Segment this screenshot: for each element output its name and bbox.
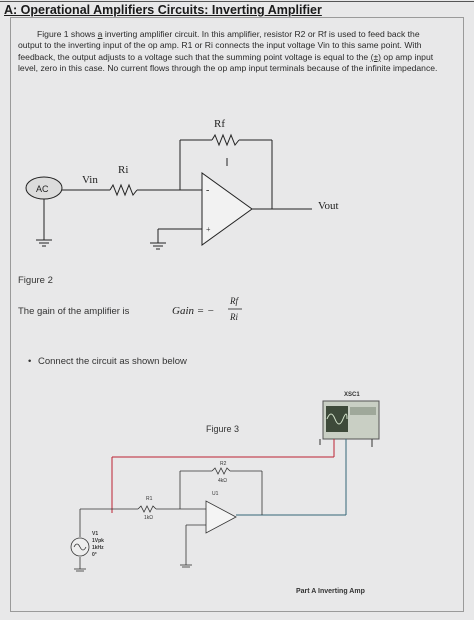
- top-rule: [0, 1, 474, 2]
- inverting-sign: -: [206, 185, 209, 196]
- paragraph-underlined-pm: (±): [370, 51, 382, 62]
- gain-formula: Gain = − Rf Ri: [172, 296, 242, 322]
- part-a-caption: Part A Inverting Amp: [296, 588, 365, 595]
- v1-frequency: 1kHz: [92, 545, 104, 551]
- opamp-u1: [205, 500, 237, 534]
- gain-denominator: Ri: [229, 312, 238, 322]
- resistor-r2: [211, 467, 231, 475]
- r2-value: 4kΩ: [218, 478, 227, 484]
- r2-name: R2: [220, 461, 227, 467]
- gain-sentence: The gain of the amplifier is: [18, 306, 130, 317]
- figure-3-schematic: XSC1 R2 4kΩ R1 1kΩ: [70, 392, 380, 572]
- resistor-ri: [109, 183, 138, 197]
- figure-2-schematic: AC Vin Ri Rf Vout - +: [25, 118, 339, 250]
- figure-3-caption: Figure 3: [206, 424, 240, 434]
- u1-name: U1: [212, 491, 219, 497]
- scope-label: XSC1: [344, 392, 360, 398]
- noninverting-sign: +: [206, 225, 211, 234]
- r1-name: R1: [146, 496, 153, 502]
- paragraph-underlined-a: a: [97, 29, 103, 39]
- intro-paragraph: Figure 1 shows a inverting amplifier cir…: [18, 29, 443, 74]
- figure-2-caption: Figure 2: [18, 275, 53, 286]
- v1-phase: 0°: [92, 552, 97, 558]
- gain-lhs: Gain = −: [172, 305, 214, 317]
- rf-label: Rf: [214, 118, 225, 130]
- source-label: AC: [36, 184, 49, 194]
- op-amp-symbol: [201, 172, 253, 246]
- paragraph-text-1: Figure 1 shows: [37, 29, 98, 39]
- bullet-text: Connect the circuit as shown below: [38, 356, 187, 367]
- v1-name: V1: [92, 531, 98, 537]
- paragraph-text-3: op amp input level, zero in this case. N…: [18, 51, 438, 73]
- bullet-dot: •: [28, 356, 32, 367]
- resistor-r1: [137, 505, 157, 513]
- r1-value: 1kΩ: [144, 515, 153, 521]
- vout-label: Vout: [318, 200, 339, 212]
- v1-amplitude: 1Vpk: [92, 538, 104, 544]
- resistor-rf: [211, 133, 240, 147]
- vin-label: Vin: [82, 174, 98, 186]
- gain-numerator: Rf: [229, 296, 239, 306]
- ri-label: Ri: [118, 164, 128, 176]
- bullet-item: • Connect the circuit as shown below: [28, 356, 187, 367]
- oscilloscope-screen: [326, 406, 348, 432]
- section-heading: A: Operational Amplifiers Circuits: Inve…: [4, 3, 322, 17]
- scope-waveform: [326, 413, 348, 425]
- paragraph-text-2: inverting amplifier circuit. In this amp…: [18, 29, 422, 62]
